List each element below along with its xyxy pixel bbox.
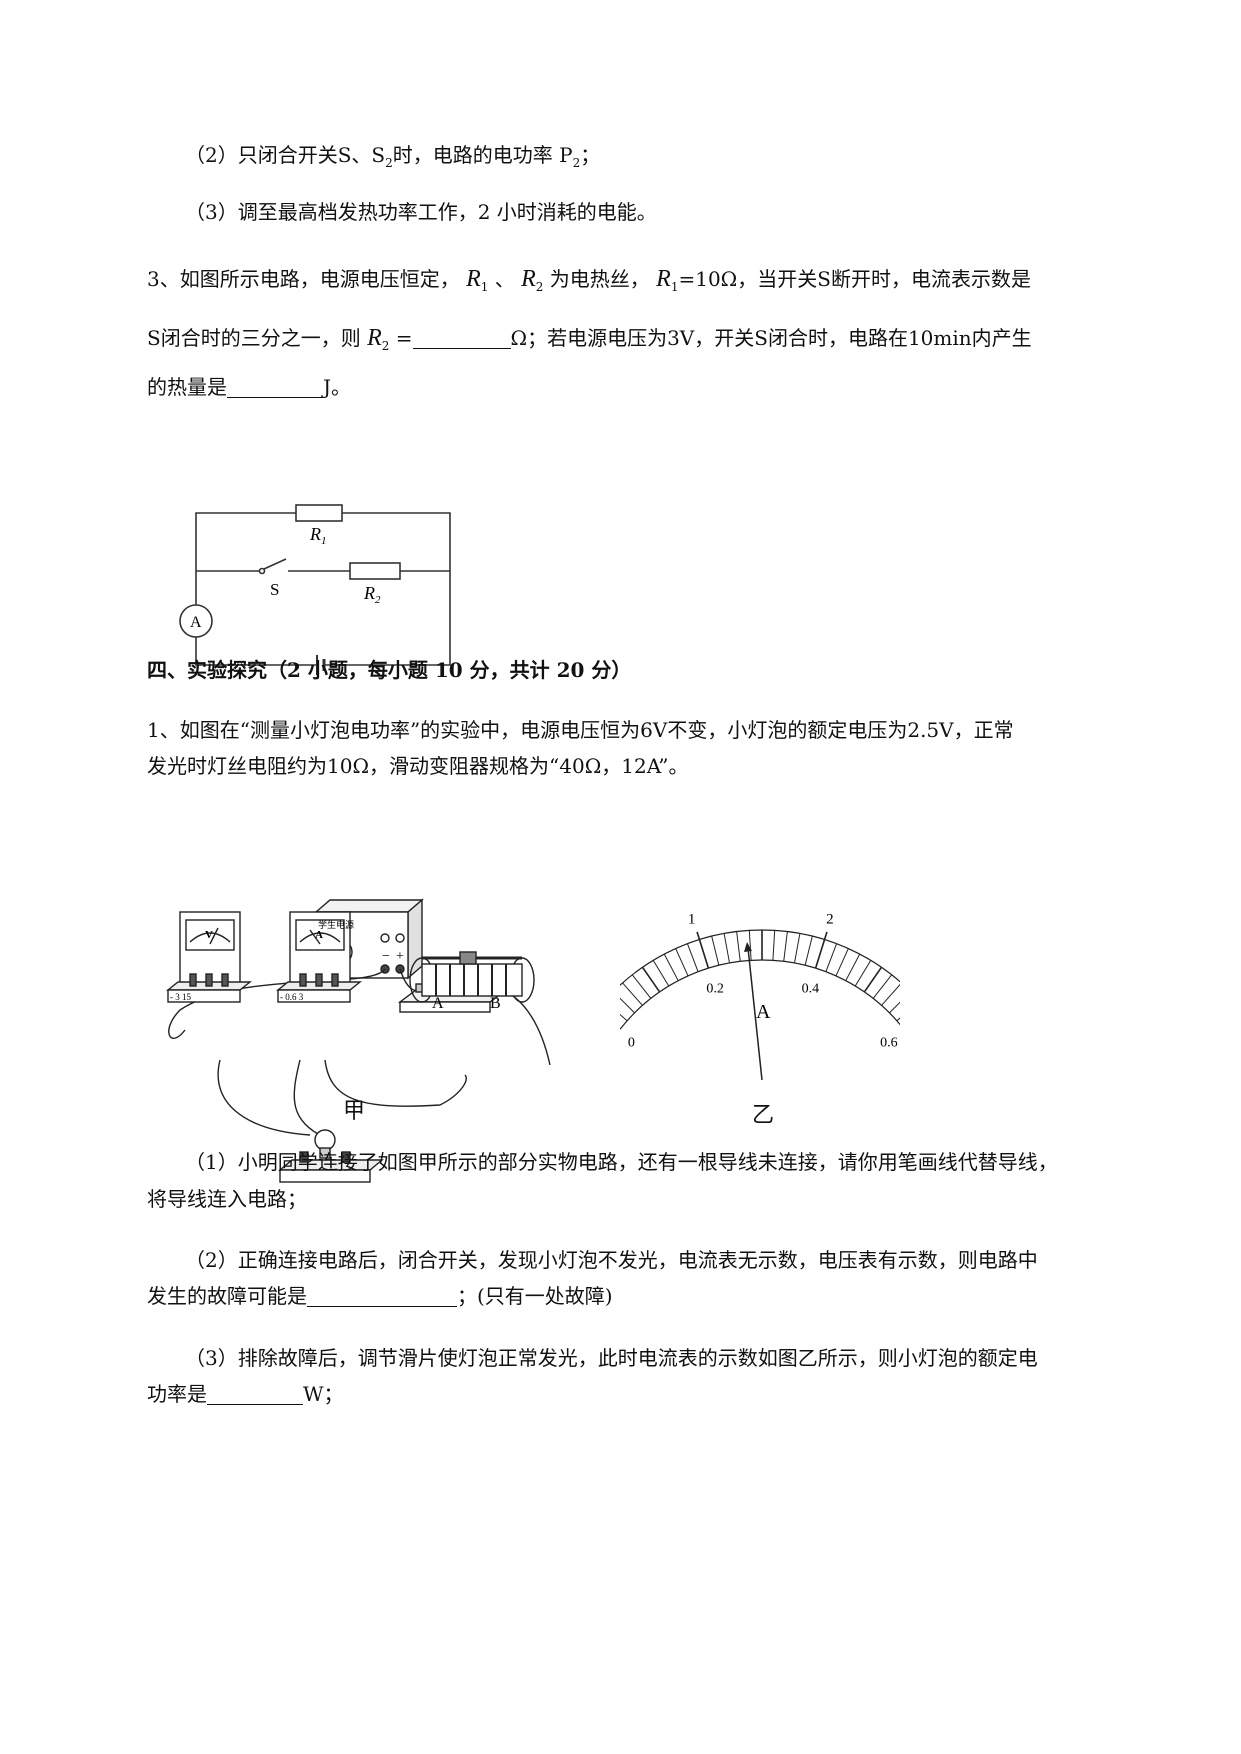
exp1-part2-line1: （2）正确连接电路后，闭合开关，发现小灯泡不发光，电流表无示数，电压表有示数，则… — [185, 1248, 1038, 1272]
dial-tick — [696, 931, 710, 969]
dial-tick — [772, 930, 776, 961]
dial-inner-label: 0.4 — [802, 981, 820, 996]
ammeter — [179, 604, 213, 638]
dial-tick — [736, 931, 741, 962]
caption-right: 乙 — [752, 1103, 775, 1128]
exp1-part2-line2: 发生的故障可能是；(只有一处故障) — [147, 1284, 613, 1308]
dial-tick — [825, 943, 838, 972]
dial-tick — [641, 966, 661, 993]
q2-part2: （2）只闭合开关S、S2时，电路的电功率 P2； — [185, 143, 601, 170]
rheostat-terminal-a: A — [432, 995, 444, 1012]
dial-tick — [622, 982, 643, 1006]
exp1-part1-line2: 将导线连入电路； — [147, 1187, 307, 1211]
answer-blank-fault[interactable] — [307, 1284, 457, 1307]
power-minus: − — [382, 949, 390, 964]
rheostat-terminal-b: B — [490, 995, 501, 1012]
resistor-r2 — [349, 562, 401, 580]
answer-blank-r2[interactable] — [412, 326, 511, 349]
dial-tick — [620, 1013, 628, 1022]
dial-tick — [872, 974, 893, 999]
voltmeter-label: V — [205, 929, 213, 941]
dial-tick — [711, 936, 720, 966]
voltmeter-terminals: - 3 15 — [170, 992, 191, 1002]
dial-arc — [620, 959, 900, 1030]
dial-tick — [889, 1001, 900, 1014]
dial-tick — [620, 997, 635, 1014]
label-switch: S — [270, 580, 279, 599]
dial-tick — [748, 930, 752, 961]
dial-tick — [854, 960, 872, 987]
dial-figure: 012300.20.40.6 A — [620, 912, 900, 1081]
dial-inner-label: 0 — [628, 1035, 635, 1050]
q3-line2: S闭合时的三分之一，则 R2 =Ω；若电源电压为3V，开关S闭合时，电路在10m… — [147, 325, 1032, 353]
q3-line1: 3、如图所示电路，电源电压恒定， R1 、 R2 为电热丝， R1=10Ω，当开… — [147, 266, 1031, 294]
label-r1: R1 — [309, 524, 327, 547]
resistor-r1 — [295, 504, 343, 522]
dial-arc — [620, 929, 900, 987]
ammeter-device — [276, 911, 362, 1003]
dial-tick — [783, 931, 788, 962]
q2-part3: （3）调至最高档发热功率工作，2 小时消耗的电能。 — [185, 200, 657, 224]
ammeter-label: A — [315, 929, 323, 941]
dial-inner-label: 0.2 — [706, 981, 724, 996]
battery-icon — [316, 655, 326, 675]
lamp — [278, 1129, 384, 1183]
exp1-part1-line1: （1）小明同学连接了如图甲所示的部分实物电路，还有一根导线未连接，请你用笔画线代… — [185, 1150, 1058, 1174]
dial-outer-label: 1 — [688, 912, 696, 928]
dial-tick — [794, 933, 801, 964]
label-r2: R2 — [363, 583, 381, 606]
dial-tick — [881, 983, 900, 1006]
voltmeter — [166, 911, 252, 1003]
exp1-part3-line1: （3）排除故障后，调节滑片使灯泡正常发光，此时电流表的示数如图乙所示，则小灯泡的… — [185, 1346, 1038, 1370]
caption-left: 甲 — [343, 1099, 366, 1124]
ammeter-terminals: - 0.6 3 — [280, 992, 304, 1002]
dial-unit: A — [756, 1001, 771, 1023]
rheostat — [409, 951, 535, 1003]
section-heading: 四、实验探究（2 小题，每小题 10 分，共计 20 分） — [147, 658, 632, 682]
dial-tick — [845, 953, 861, 981]
power-plus: + — [396, 949, 404, 964]
exp1-line1: 1、如图在“测量小灯泡电功率”的实验中，电源电压恒为6V不变，小灯泡的额定电压为… — [147, 718, 1014, 742]
dial-tick — [663, 953, 679, 981]
exp1-line2: 发光时灯丝电阻约为10Ω，滑动变阻器规格为“40Ω，12A”。 — [147, 754, 689, 778]
label-ammeter: A — [190, 614, 202, 631]
dial-tick — [652, 960, 670, 987]
dial-tick — [814, 931, 828, 969]
dial-needle — [747, 947, 763, 1081]
dial-outer-label: 2 — [826, 912, 834, 928]
answer-blank-heat[interactable] — [227, 375, 323, 398]
apparatus-figure: 学生电源 − + V - 3 15 A - 0.6 3 A B — [166, 898, 551, 1183]
dial-tick — [863, 966, 883, 993]
answer-blank-power[interactable] — [207, 1382, 303, 1405]
power-label: 学生电源 — [318, 919, 354, 930]
switch-contact — [258, 567, 266, 575]
dial-tick — [835, 948, 849, 977]
dial-tick — [686, 943, 699, 972]
dial-tick — [675, 948, 689, 977]
circuit-diagram: R1 S R2 A — [179, 504, 451, 675]
dial-inner-label: 0.6 — [880, 1035, 898, 1050]
dial-tick — [631, 974, 652, 999]
dial-tick — [723, 933, 730, 964]
needle-tip — [744, 942, 752, 952]
dial-tick — [804, 936, 813, 966]
